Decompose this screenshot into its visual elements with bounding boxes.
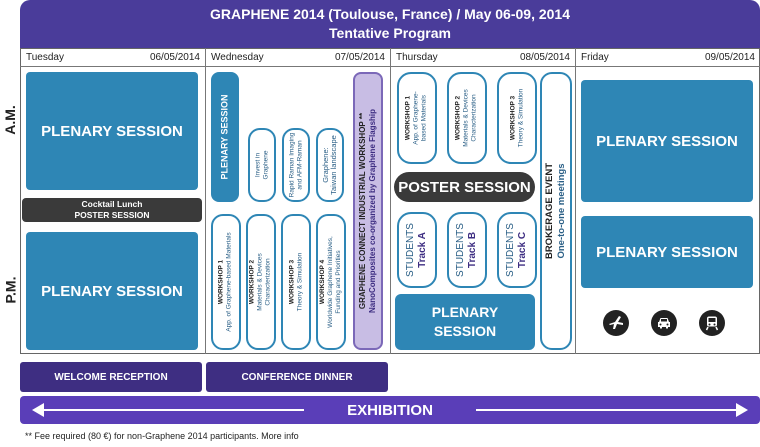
arrow-right-line (476, 409, 738, 411)
day-divider (205, 48, 206, 354)
thursday-pm-plenary[interactable]: PLENARY SESSION (395, 294, 535, 350)
thursday-poster-session[interactable]: POSTER SESSION (394, 172, 535, 202)
conference-dinner[interactable]: CONFERENCE DINNER (206, 362, 388, 392)
train-icon (699, 310, 725, 336)
am-label: A.M. (2, 105, 18, 135)
footer-note[interactable]: ** Fee required (80 €) for non-Graphene … (25, 431, 299, 441)
plane-icon (603, 310, 629, 336)
industrial-workshop[interactable]: GRAPHENE CONNECT INDUSTRIAL WORKSHOP ** … (353, 72, 383, 350)
tuesday-pm-plenary[interactable]: PLENARY SESSION (26, 232, 198, 350)
day-divider (575, 48, 576, 354)
arrow-right-icon (736, 403, 748, 417)
program-subtitle: Tentative Program (329, 25, 451, 41)
program-header: GRAPHENE 2014 (Toulouse, France) / May 0… (20, 0, 760, 48)
pm-label: P.M. (2, 276, 19, 304)
talk-taiwan-landscape[interactable]: Graphene:Taiwan landscape (316, 128, 344, 202)
tuesday-am-plenary[interactable]: PLENARY SESSION (26, 72, 198, 190)
car-icon (651, 310, 677, 336)
tuesday-lunch-poster[interactable]: Cocktail Lunch POSTER SESSION (22, 198, 202, 222)
program-title: GRAPHENE 2014 (Toulouse, France) / May 0… (210, 6, 570, 22)
arrow-left-icon (32, 403, 44, 417)
day-divider (390, 48, 391, 354)
arrow-left-line (42, 409, 304, 411)
exhibition-bar[interactable]: EXHIBITION (20, 396, 760, 424)
header-divider (20, 66, 760, 67)
welcome-reception[interactable]: WELCOME RECEPTION (20, 362, 202, 392)
friday-pm-plenary[interactable]: PLENARY SESSION (581, 216, 753, 288)
wednesday-am-plenary[interactable]: PLENARY SESSION (211, 72, 239, 202)
friday-am-plenary[interactable]: PLENARY SESSION (581, 80, 753, 202)
exhibition-label: EXHIBITION (347, 401, 433, 419)
